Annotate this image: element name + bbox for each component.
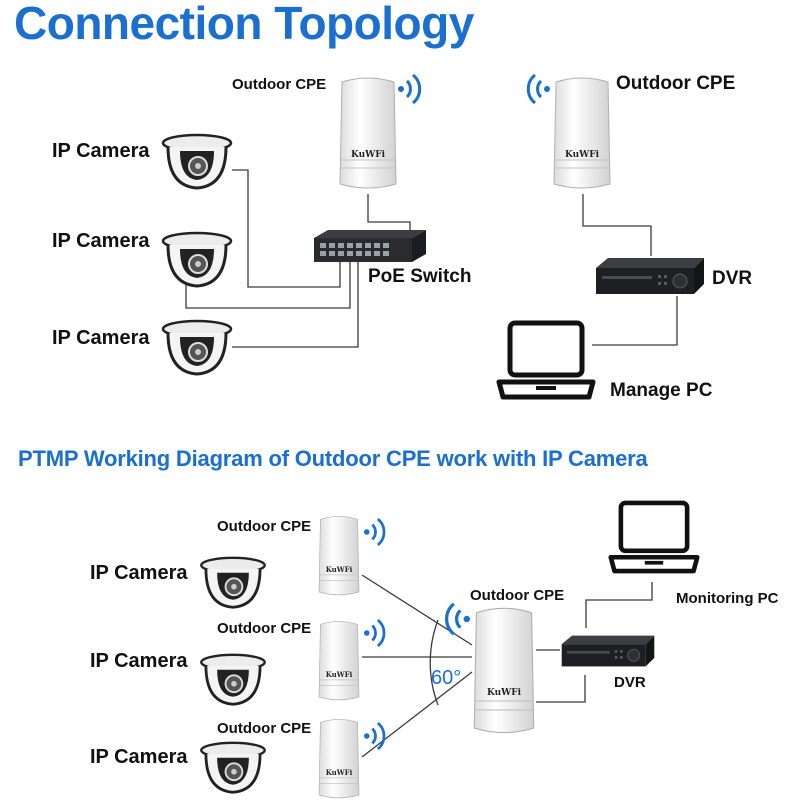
top-camera-2-label: IP Camera: [52, 230, 150, 252]
laptop-icon: [608, 500, 700, 574]
dome-camera-icon: [160, 318, 234, 378]
bottom-camera-1-label: IP Camera: [90, 562, 188, 584]
section-subtitle: PTMP Working Diagram of Outdoor CPE work…: [18, 446, 648, 471]
wire-camera1-to-switch: [232, 169, 341, 288]
cpe-brand-text: KuWFi: [325, 670, 353, 679]
poe-switch-label: PoE Switch: [368, 266, 472, 287]
laptop-icon: [496, 320, 596, 400]
wire-link-cpe3: [361, 671, 473, 758]
bottom-cpe-1-label: Outdoor CPE: [217, 518, 312, 535]
cpe-brand-text: KuWFi: [325, 565, 353, 574]
top-cpe-right: KuWFi: [550, 76, 614, 191]
wifi-signal-icon: [364, 617, 388, 649]
wire-dvr-to-cpe-bottom: [536, 675, 586, 703]
dvr-icon: [560, 632, 656, 670]
top-cpe-right-label: Outdoor CPE: [616, 73, 736, 94]
center-cpe-label: Outdoor CPE: [470, 587, 565, 604]
cpe-device-icon: [473, 607, 535, 734]
cpe-brand-text: KuWFi: [350, 150, 386, 160]
top-dvr-label: DVR: [712, 268, 753, 289]
top-camera-3-label: IP Camera: [52, 327, 150, 349]
page-title: Connection Topology: [14, 0, 474, 49]
angle-arc: [429, 619, 439, 706]
wifi-signal-icon: [398, 72, 424, 106]
top-cpe-left-label: Outdoor CPE: [232, 76, 327, 93]
bottom-camera-3-label: IP Camera: [90, 746, 188, 768]
cpe-brand-text: KuWFi: [325, 768, 353, 777]
dome-camera-icon: [160, 230, 234, 290]
wire-dvr-to-pc: [592, 296, 678, 346]
bottom-pc-label: Monitoring PC: [676, 590, 779, 607]
bottom-dvr-label: DVR: [614, 674, 646, 691]
bottom-cpe-2-label: Outdoor CPE: [217, 620, 312, 637]
wire-dvr-to-pc-bottom: [585, 582, 653, 628]
wifi-signal-icon: [442, 600, 470, 638]
wire-camera3-to-switch: [232, 262, 359, 348]
dome-camera-icon: [198, 555, 268, 611]
cpe-brand-text: KuWFi: [486, 688, 522, 698]
wifi-signal-icon: [524, 72, 550, 106]
top-cpe-left: KuWFi: [336, 76, 400, 191]
angle-label: 60°: [431, 667, 462, 689]
wire-cpe-to-dvr: [582, 194, 652, 256]
bottom-cpe-3: KuWFi: [316, 718, 362, 800]
cpe-device-icon: [318, 719, 360, 799]
cpe-device-icon: [339, 77, 397, 189]
bottom-cpe-2: KuWFi: [316, 620, 362, 702]
cpe-device-icon: [318, 516, 360, 596]
dome-camera-icon: [160, 132, 234, 192]
poe-switch-icon: [310, 228, 428, 264]
dome-camera-icon: [198, 740, 268, 796]
wifi-signal-icon: [364, 720, 388, 752]
bottom-camera-2-label: IP Camera: [90, 650, 188, 672]
cpe-device-icon: [553, 77, 611, 189]
center-cpe: KuWFi: [470, 606, 538, 736]
wire-cpe-to-switch: [367, 194, 411, 232]
top-pc-label: Manage PC: [610, 380, 713, 401]
wire-camera2-to-switch: [185, 262, 351, 309]
dvr-icon: [594, 256, 706, 296]
top-camera-1-label: IP Camera: [52, 140, 150, 162]
bottom-cpe-3-label: Outdoor CPE: [217, 720, 312, 737]
wifi-signal-icon: [364, 516, 388, 548]
cpe-device-icon: [318, 621, 360, 701]
bottom-cpe-1: KuWFi: [316, 515, 362, 597]
dome-camera-icon: [198, 652, 268, 708]
cpe-brand-text: KuWFi: [564, 150, 600, 160]
